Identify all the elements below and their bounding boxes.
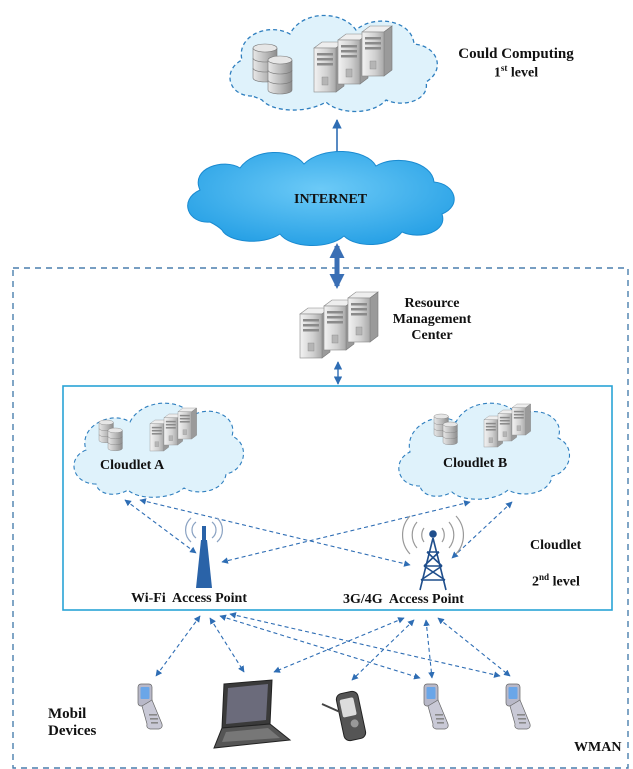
link-wifi-laptop [209, 617, 245, 673]
database-icon [442, 421, 458, 445]
cloudlet-region-label: Cloudlet 2nd level [530, 538, 581, 591]
cell-tower-icon [401, 515, 465, 591]
cloudlet-b-label: Cloudlet B [443, 456, 508, 471]
server-icon [347, 291, 379, 343]
link-cloudletb-wifi [221, 500, 471, 564]
link-cell-phone5 [437, 617, 511, 677]
wifi-access-point-label: Wi-Fi Access Point [131, 591, 248, 606]
laptop-icon [213, 679, 292, 749]
link-wifi-phone4 [219, 614, 421, 680]
resource-center-label: Resource Management Center [392, 296, 472, 344]
flip-phone-icon [423, 683, 449, 730]
link-cloudletb-cell [451, 501, 513, 559]
cloudlet-b-cloud [398, 402, 571, 500]
resource-center-line1: Resource [404, 296, 460, 311]
cloud-level-suffix: st [500, 63, 508, 74]
resource-center-line3: Center [411, 328, 453, 344]
cloudlet-level-suffix: nd [539, 572, 550, 583]
cloudlet-level-word: level [552, 574, 580, 590]
wifi-antenna-icon [185, 517, 223, 588]
flip-phone-icon [505, 683, 531, 730]
link-wifi-phone5 [229, 612, 501, 678]
cloud-level-number: 1 [493, 65, 501, 81]
server-icon [361, 25, 393, 77]
flip-phone-icon [137, 683, 163, 730]
cloud-level-word: level [510, 65, 539, 81]
server-icon [177, 407, 197, 440]
link-cell-phone4 [423, 619, 435, 679]
cloudlet-region-level: 2nd level [532, 572, 581, 591]
cloudlet-region-title: Cloudlet [530, 538, 582, 553]
database-icon [107, 427, 123, 451]
wman-region [12, 267, 629, 769]
link-cell-pda [351, 619, 415, 681]
internet-label: INTERNET [294, 192, 368, 207]
server-icon [511, 403, 531, 436]
cloudlet-a-label: Cloudlet A [100, 458, 165, 473]
cloud-computing-level: 1st level [446, 63, 586, 82]
cellular-access-point-label: 3G/4G Access Point [343, 592, 464, 607]
cloud-computing-label: Could Computing 1st level [446, 46, 586, 82]
link-wifi-phone1 [155, 615, 201, 677]
mobile-devices-line2: Devices [48, 723, 97, 740]
cloud-computing-title: Could Computing [458, 46, 574, 62]
link-cell-laptop [273, 617, 405, 673]
wman-label: WMAN [574, 740, 622, 755]
internet-cloud [187, 151, 455, 247]
mobile-devices-line1: Mobil [48, 706, 87, 722]
link-cloudleta-cell [139, 498, 411, 567]
database-icon [267, 55, 293, 95]
cloudlet-region-box [62, 385, 613, 611]
mobile-devices-label: Mobil Devices [48, 706, 96, 741]
pda-phone-icon [321, 690, 367, 742]
resource-center-line2: Management [392, 312, 472, 328]
cloudlet-level-number: 2 [532, 574, 539, 590]
